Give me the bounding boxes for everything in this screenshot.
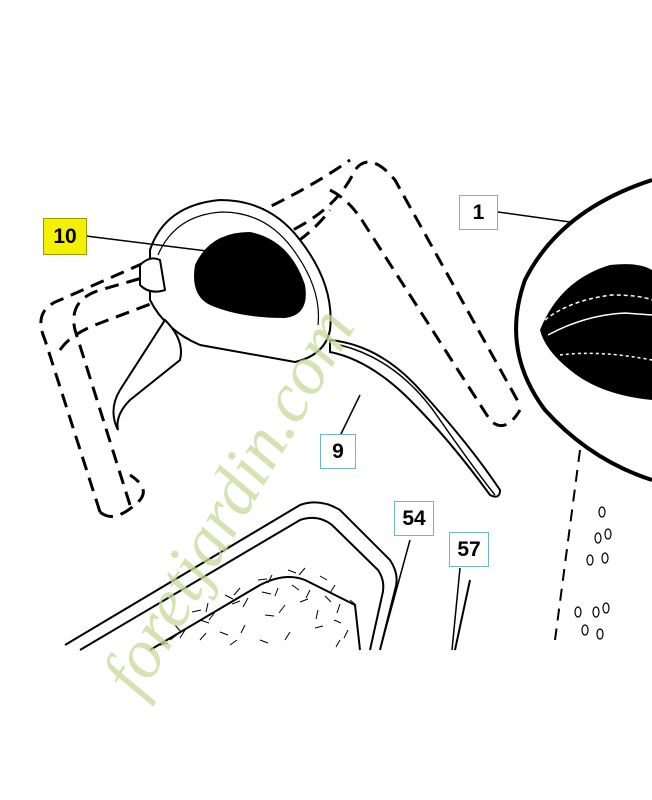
callout-9[interactable]: 9 [320, 434, 356, 469]
callout-54[interactable]: 54 [394, 501, 434, 536]
filter-mesh [159, 567, 357, 648]
control-cable [339, 344, 496, 496]
control-lever [112, 198, 502, 498]
leader-lines [85, 211, 571, 651]
callout-10[interactable]: 10 [43, 218, 87, 255]
callout-1[interactable]: 1 [459, 195, 498, 230]
tray-edge-57 [454, 579, 471, 651]
detail-circle [514, 178, 652, 641]
callout-57[interactable]: 57 [449, 532, 489, 567]
filter-tray [64, 501, 398, 651]
